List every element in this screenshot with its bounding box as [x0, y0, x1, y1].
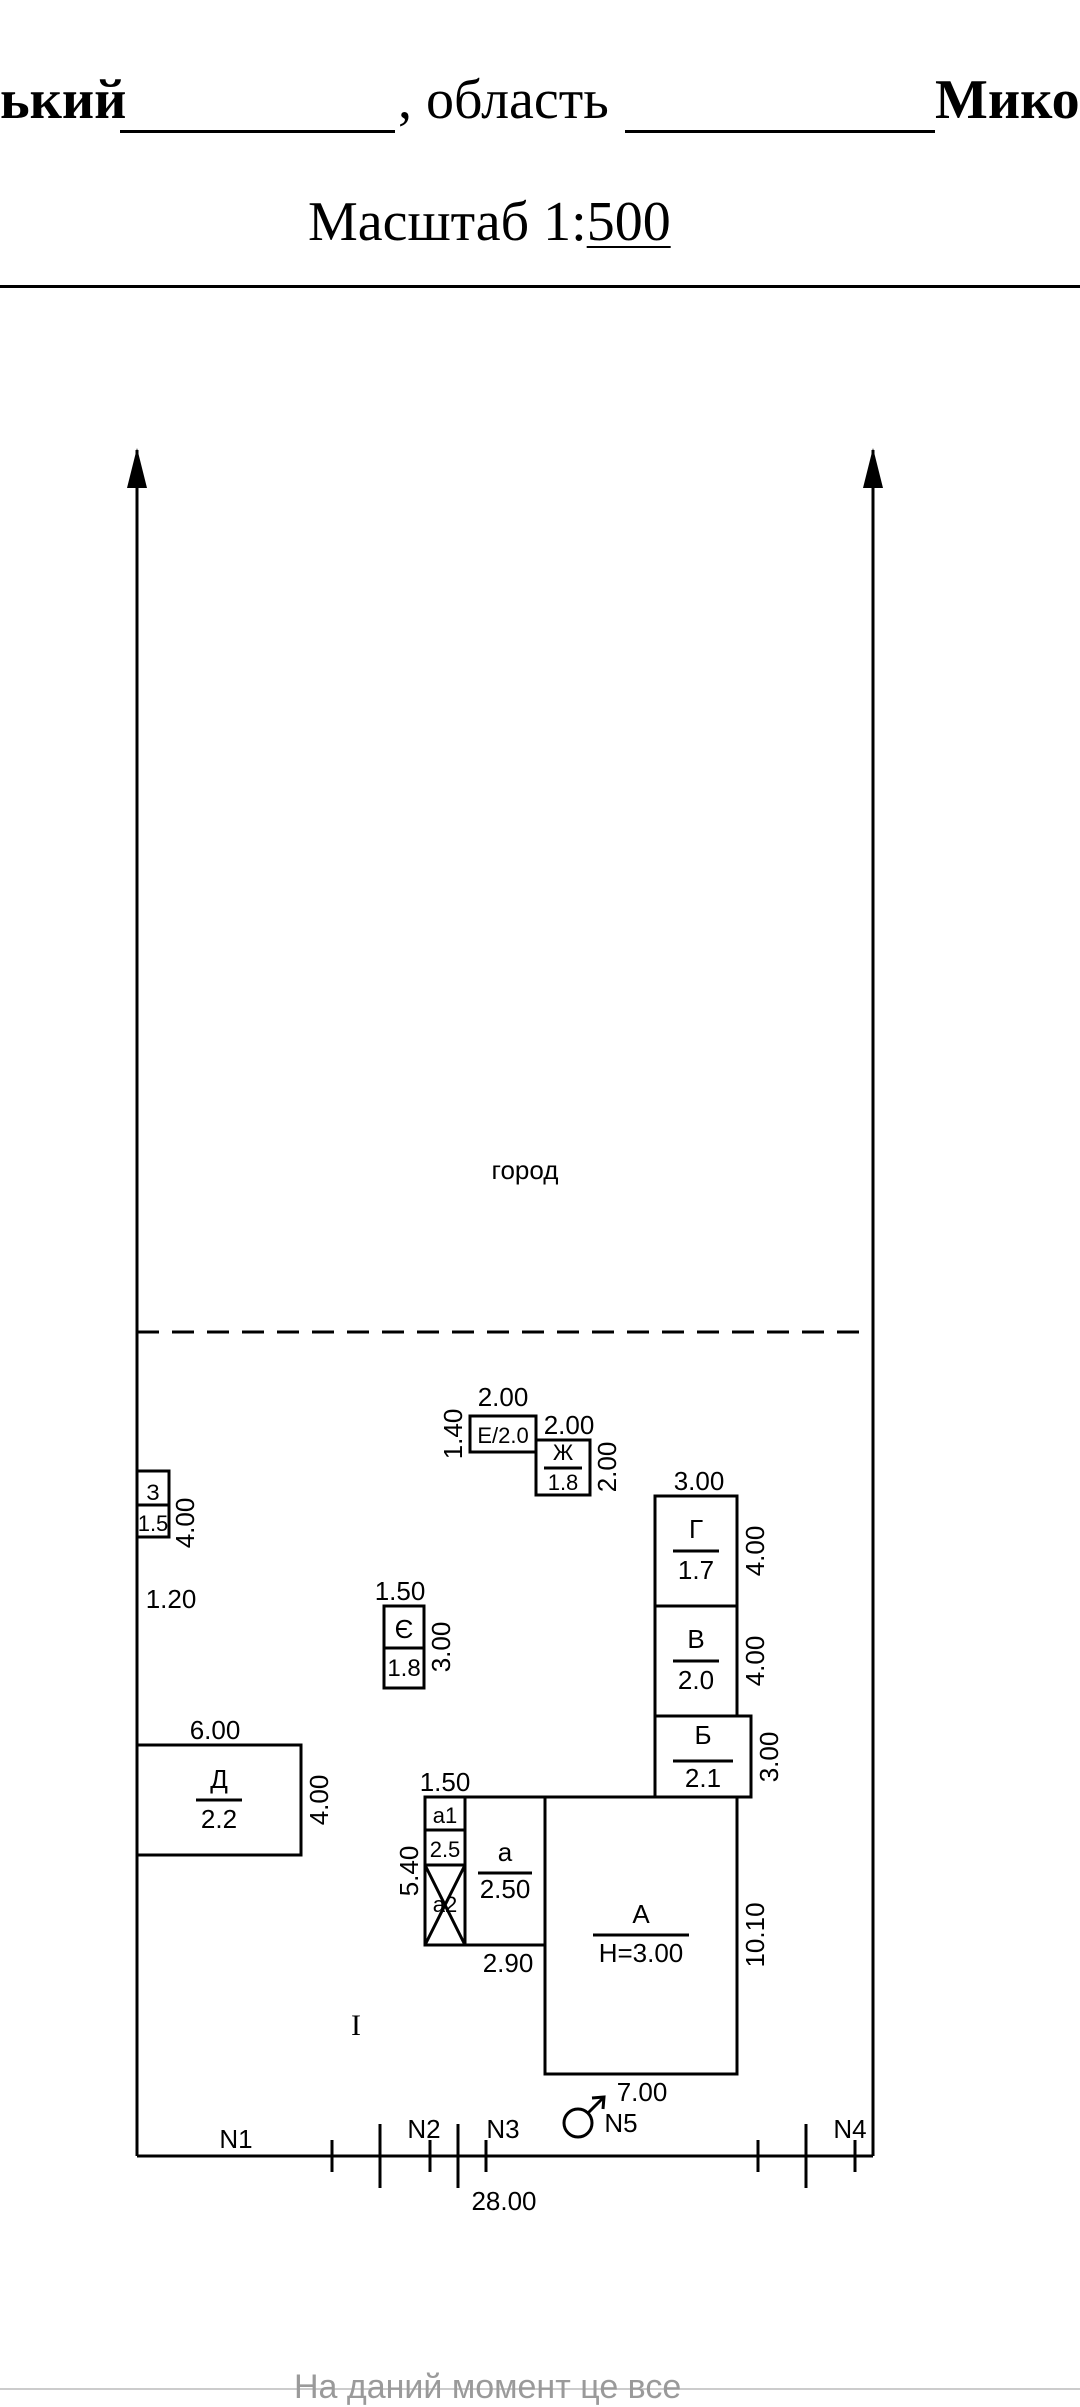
dim-B-height: 3.00 [754, 1732, 784, 1783]
dim-a-bottom: 2.90 [483, 1948, 534, 1978]
neighbor-N2: N2 [407, 2114, 440, 2144]
dim-Ye-width: 1.50 [375, 1576, 426, 1606]
a-name: а [498, 1837, 513, 1867]
dim-front-total: 28.00 [471, 2186, 536, 2216]
neighbor-N4: N4 [833, 2114, 866, 2144]
dim-E-width: 2.00 [478, 1382, 529, 1412]
E-label: Е/2.0 [477, 1423, 528, 1448]
scale-value: 500 [586, 191, 671, 253]
dim-Ye-height: 3.00 [426, 1622, 456, 1673]
dim-Z-width: 1.20 [146, 1584, 197, 1614]
dim-D-width: 6.00 [190, 1715, 241, 1745]
neighbor-N3: N3 [486, 2114, 519, 2144]
region-fragment: Мико [935, 69, 1080, 131]
Zh-value: 1.8 [548, 1470, 579, 1495]
footer-rule [0, 2388, 1080, 2390]
V-value: 2.0 [678, 1665, 714, 1695]
region-underline [625, 130, 935, 133]
D-name: Д [210, 1764, 228, 1794]
dim-G-width: 3.00 [674, 1466, 725, 1496]
G-value: 1.7 [678, 1555, 714, 1585]
scale-line: Масштаб 1:500 [308, 190, 671, 254]
dim-Zh-height: 2.00 [592, 1442, 622, 1493]
scale-label: Масштаб 1: [308, 191, 587, 253]
dim-Z-height: 4.00 [170, 1498, 200, 1549]
a2-name: а2 [433, 1892, 457, 1917]
building-G [653, 1494, 739, 1608]
document-header: ький , область Мико Масштаб 1:500 [0, 0, 1080, 300]
V-name: В [687, 1624, 704, 1654]
Z-name: З [146, 1480, 159, 1505]
Zh-name: Ж [553, 1440, 574, 1465]
B-value: 2.1 [685, 1763, 721, 1793]
dim-E-height: 1.40 [438, 1409, 468, 1460]
right-arrowhead [863, 448, 883, 488]
garden-label: город [492, 1155, 559, 1185]
Ye-value: 1.8 [387, 1655, 420, 1682]
entrance-label: N5 [604, 2108, 637, 2138]
entrance-symbol [562, 2095, 606, 2139]
a2-cross-2 [423, 1864, 467, 1946]
dim-a-height: 5.40 [394, 1846, 424, 1897]
G-name: Г [689, 1514, 703, 1544]
dim-A-width: 7.00 [617, 2077, 668, 2107]
a1-value: 2.5 [430, 1837, 461, 1862]
Ye-name: Є [395, 1614, 414, 1644]
D-value: 2.2 [201, 1804, 237, 1834]
A-value: Н=3.00 [599, 1938, 684, 1968]
dim-D-height: 4.00 [304, 1775, 334, 1826]
building-a [463, 1795, 547, 1947]
neighbor-N1: N1 [219, 2124, 252, 2154]
yard-label: I [351, 2009, 361, 2042]
footer-text: На даний момент це все [294, 2368, 682, 2406]
left-arrowhead [127, 448, 147, 488]
dim-a-width: 1.50 [420, 1767, 471, 1797]
building-Zh [534, 1438, 592, 1497]
building-a-annex [423, 1795, 467, 1947]
Z-value: 1.5 [138, 1511, 169, 1536]
a-value: 2.50 [480, 1874, 531, 1904]
building-E [468, 1414, 538, 1454]
front-ticks [330, 2124, 857, 2188]
building-D [135, 1743, 303, 1857]
dim-Zh-width: 2.00 [544, 1410, 595, 1440]
dim-G-height: 4.00 [740, 1526, 770, 1577]
dim-V-height: 4.00 [740, 1636, 770, 1687]
a1-name: а1 [433, 1803, 457, 1828]
A-name: А [632, 1899, 650, 1929]
district-underline [120, 130, 395, 133]
B-name: Б [694, 1720, 711, 1750]
region-label: , область [398, 69, 609, 131]
district-fragment: ький [0, 69, 127, 131]
dim-A-height: 10.10 [740, 1902, 770, 1967]
header-rule [0, 285, 1080, 288]
